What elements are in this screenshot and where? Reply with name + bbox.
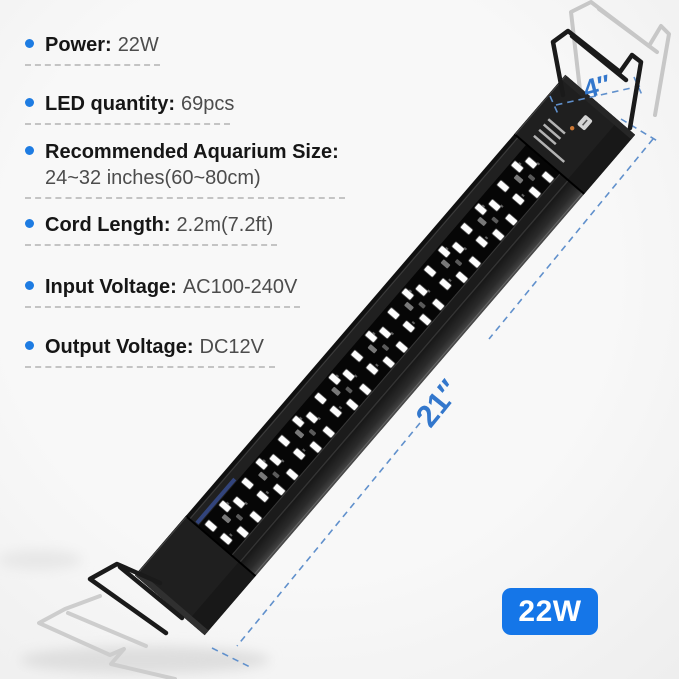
spec-label: Power:	[45, 34, 112, 56]
spec-label: Output Voltage:	[45, 336, 194, 358]
dimension-lines	[211, 76, 660, 668]
bullet-icon	[25, 219, 34, 228]
bullet-icon	[25, 146, 34, 155]
spec-value: DC12V	[199, 336, 264, 358]
floor-shadow-small	[0, 550, 82, 570]
spec-item-led-quantity: LED quantity: 69pcs	[25, 92, 234, 125]
width-dimension-label: 4″	[580, 68, 613, 104]
product-label-print	[533, 118, 566, 163]
led-channel	[197, 144, 560, 556]
divider	[25, 123, 230, 125]
bracket-extended-top	[569, 0, 671, 117]
spec-label: Input Voltage:	[45, 276, 177, 298]
spec-label: Recommended Aquarium Size:	[45, 141, 339, 163]
bracket-top	[550, 28, 644, 131]
floor-shadow	[20, 646, 270, 674]
bullet-icon	[25, 281, 34, 290]
divider	[25, 306, 300, 308]
light-bar	[134, 74, 636, 636]
wattage-badge: 22W	[502, 588, 598, 635]
divider	[25, 197, 345, 199]
spec-label: Cord Length:	[45, 214, 171, 236]
divider	[25, 366, 275, 368]
length-extension-bottom	[211, 647, 251, 668]
end-cap-top	[513, 74, 636, 195]
length-dimension-line-upper	[488, 138, 654, 340]
length-dimension-line-lower	[236, 422, 421, 647]
end-cap-bottom	[134, 515, 257, 636]
width-tick-right	[633, 76, 643, 96]
spec-value: AC100-240V	[182, 276, 298, 298]
spec-value: 24~32 inches(60~80cm)	[45, 167, 261, 189]
spec-item-cord-length: Cord Length:2.2m(7.2ft)	[25, 213, 277, 246]
spec-item-power: Power:22W	[25, 33, 160, 66]
spec-item-aquarium-size: Recommended Aquarium Size: 24~32 inches(…	[25, 140, 345, 199]
bracket-bottom	[87, 561, 185, 636]
width-dimension-line	[555, 85, 641, 106]
width-tick-left	[549, 95, 559, 115]
divider	[25, 64, 160, 66]
brand-logo-mark	[577, 115, 593, 130]
spec-item-input-voltage: Input Voltage:AC100-240V	[25, 275, 300, 308]
bullet-icon	[25, 341, 34, 350]
bullet-icon	[25, 98, 34, 107]
bracket-extended-bottom	[37, 594, 177, 679]
divider	[25, 244, 277, 246]
length-extension-top	[620, 118, 660, 143]
spec-value: 22W	[117, 34, 159, 56]
bullet-icon	[25, 39, 34, 48]
spec-value: 69pcs	[181, 93, 235, 115]
spec-label: LED quantity:	[45, 93, 175, 115]
indicator-dot	[569, 125, 575, 131]
light-bar-side	[188, 120, 636, 636]
spec-item-output-voltage: Output Voltage:DC12V	[25, 335, 275, 368]
spec-value: 2.2m(7.2ft)	[176, 214, 274, 236]
blue-led-reflection	[195, 477, 237, 525]
